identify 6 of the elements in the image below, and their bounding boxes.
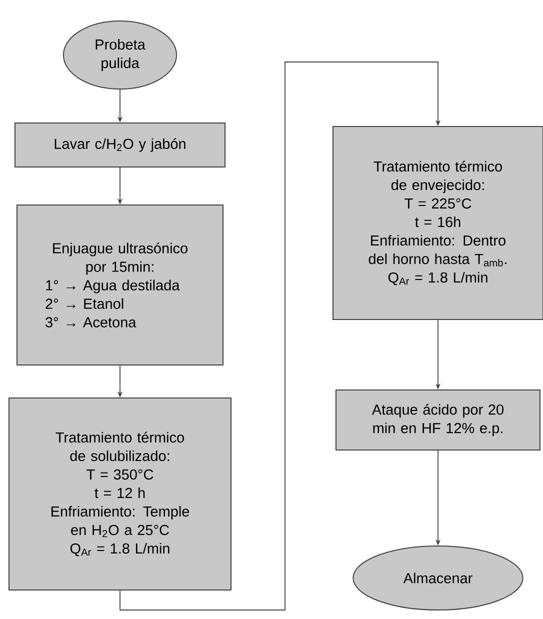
process-box: Lavar c/H$_{2}$O y jabón [14, 122, 226, 168]
process-box: Enjuague ultrasónico por 15min: 1° → Agua destilada 2° → Etanol 3° → Acetona [16, 204, 224, 366]
arrow [120, 62, 441, 610]
process-box: Tratamiento térmico de solubilizado: T = 350°C t = 12 h Enfriamiento: Temple en H$_{2}$O a 25°C Q$_{Ar}$ = 1.8 L/min [8, 398, 232, 590]
process-box: Ataque ácido por 20 min en HF 12% e.p. [336, 390, 540, 450]
process-box: Tratamiento térmico de envejecido: T = 225°C t = 16h Enfriamiento: Dentro del horno hasta T$_{amb}$. Q$_{Ar}$ = 1.8 L/min [332, 126, 543, 320]
